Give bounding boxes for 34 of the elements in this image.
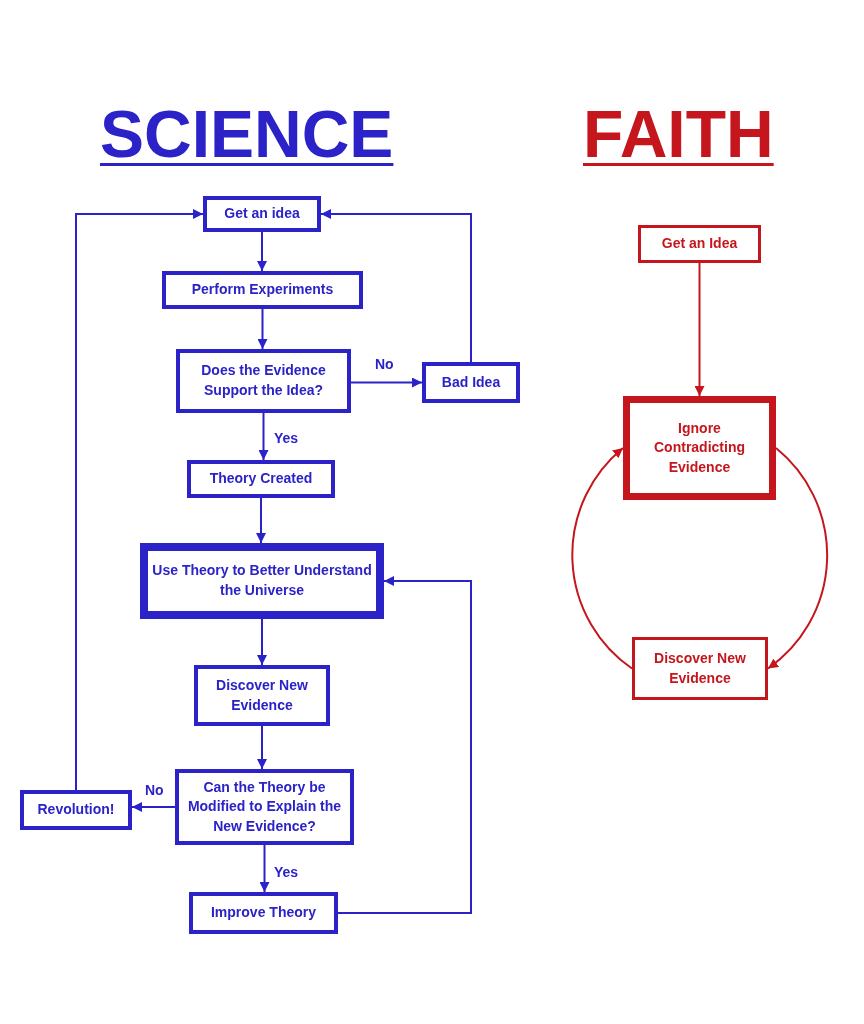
process-box: Get an Idea [638,225,761,263]
edge-label: Yes [272,864,301,880]
arrow [350,377,423,388]
arrow [257,618,267,666]
edge-label: No [143,782,166,798]
process-box: Improve Theory [189,892,338,934]
process-box: Ignore Contradicting Evidence [623,396,776,500]
process-box: Discover New Evidence [194,665,330,726]
heading: SCIENCE [100,96,394,172]
process-box: Bad Idea [422,362,520,403]
edge-label: Yes [272,430,301,446]
arrow [257,725,267,770]
process-box: Use Theory to Better Understand the Universe [140,543,384,619]
process-box: Can the Theory be Modified to Explain the New Evidence? [175,769,354,845]
arrow [257,231,267,272]
arrow [694,262,705,397]
arrow [258,412,269,461]
process-box: Perform Experiments [162,271,363,309]
arrow [571,447,633,670]
process-box: Revolution! [20,790,132,830]
arrow [75,209,204,791]
process-box: Get an idea [203,196,321,232]
process-box: Discover New Evidence [632,637,768,700]
arrow [767,447,829,670]
edge-label: No [373,356,396,372]
process-box: Theory Created [187,460,335,498]
arrow [131,802,176,812]
heading: FAITH [583,96,774,172]
arrow [259,844,270,893]
arrow [337,576,472,914]
process-box: Does the Evidence Support the Idea? [176,349,351,413]
arrow [320,209,472,363]
arrow [257,308,268,350]
arrow [256,497,266,544]
